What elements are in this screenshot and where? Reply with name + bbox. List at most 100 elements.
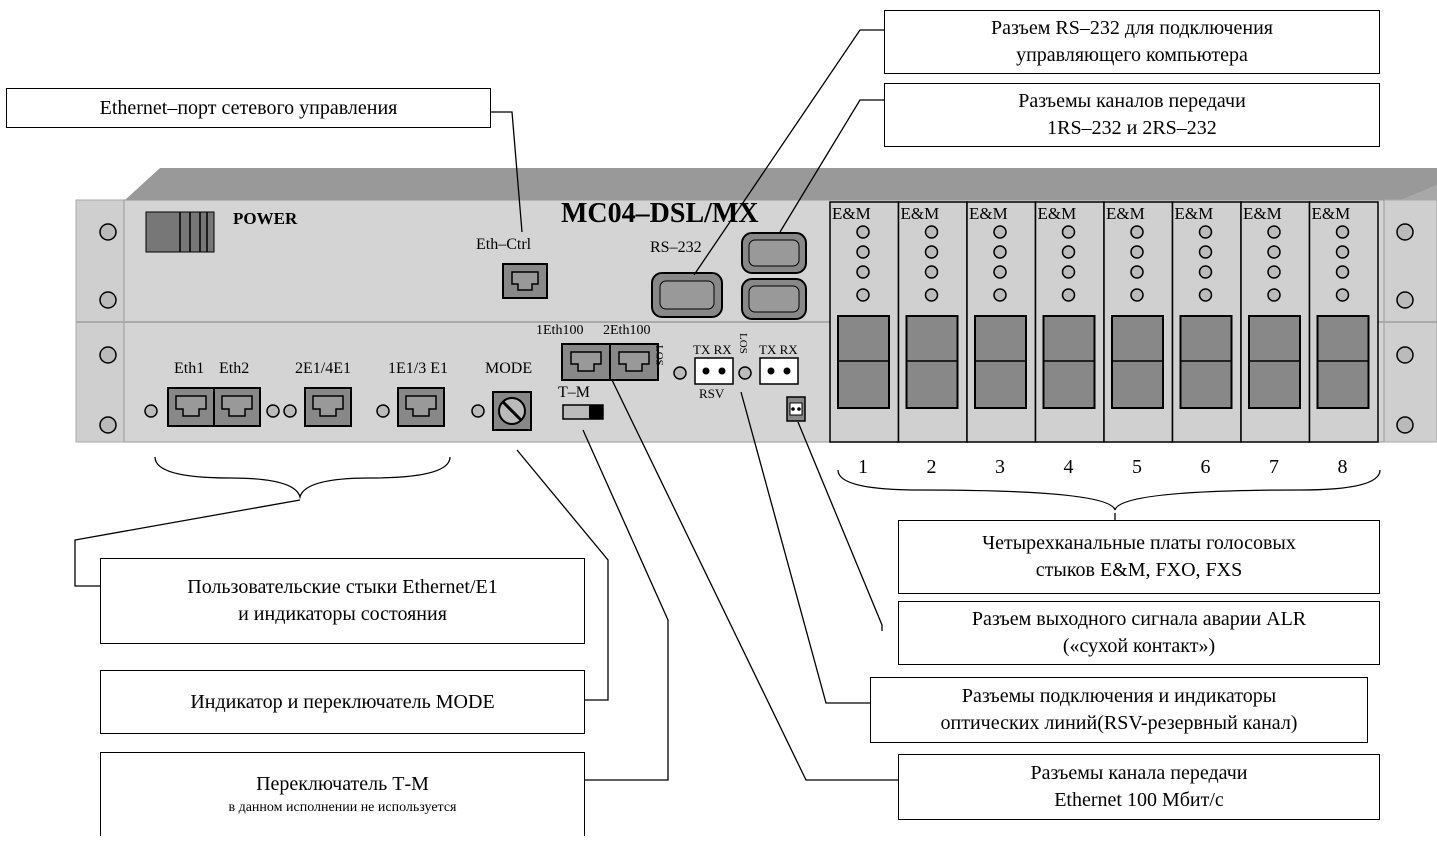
eth-ctrl-label: Eth–Ctrl bbox=[476, 236, 532, 253]
card-label-em: E&M bbox=[900, 204, 940, 223]
slot-number-6: 6 bbox=[1200, 456, 1211, 478]
card-led bbox=[993, 288, 1007, 302]
card-led bbox=[993, 245, 1007, 259]
callout-eth100: Разъемы канала передачи Ethernet 100 Мби… bbox=[898, 754, 1380, 820]
card-led bbox=[1198, 288, 1213, 302]
e1-1-label: 1E1/3 E1 bbox=[388, 360, 448, 377]
callout-user-line1: Пользовательские стыки Ethernet/E1 bbox=[187, 576, 498, 598]
card-led bbox=[1061, 225, 1076, 239]
callout-alr-line1: Разъем выходного сигнала аварии ALR bbox=[971, 608, 1307, 630]
e1-2-label: 2E1/4E1 bbox=[295, 360, 351, 377]
card-led bbox=[1267, 265, 1281, 279]
card-led bbox=[1130, 265, 1144, 279]
card-led bbox=[1267, 225, 1281, 239]
power-label: POWER bbox=[233, 209, 298, 228]
card-led bbox=[993, 265, 1007, 279]
txrx-label-1: TX RX bbox=[693, 342, 732, 357]
card-led bbox=[1267, 245, 1281, 259]
card-led bbox=[1198, 245, 1213, 259]
card-port bbox=[1179, 315, 1233, 409]
card-led bbox=[924, 225, 939, 239]
card-led bbox=[856, 265, 870, 279]
card-led bbox=[924, 288, 939, 302]
card-led bbox=[1061, 245, 1076, 259]
callout-rs232-line2: управляющего компьютера bbox=[1016, 44, 1248, 66]
card-led bbox=[1198, 265, 1213, 279]
model-name: MC04–DSL/MX bbox=[561, 198, 759, 229]
rs232-label: RS–232 bbox=[650, 239, 702, 256]
card-led bbox=[1130, 225, 1144, 239]
callout-tm-line2: в данном исполнении не используется bbox=[228, 800, 457, 815]
callout-user-line2: и индикаторы состояния bbox=[238, 603, 447, 625]
callout-mode-text: Индикатор и переключатель MODE bbox=[190, 690, 495, 713]
eth2-label: Eth2 bbox=[219, 360, 250, 377]
card-label-em: E&M bbox=[1106, 204, 1145, 223]
card-label-em: E&M bbox=[832, 204, 871, 223]
card-label-em: E&M bbox=[1037, 204, 1077, 223]
card-led bbox=[924, 245, 939, 259]
card-label-em: E&M bbox=[969, 204, 1008, 223]
callout-optical-line1: Разъемы подключения и индикаторы bbox=[961, 685, 1277, 707]
callout-alr-line2: («сухой контакт») bbox=[1062, 635, 1216, 657]
slot-number-3: 3 bbox=[995, 456, 1005, 478]
card-led bbox=[1335, 265, 1350, 279]
callout-optical-line2: оптических линий(RSV-резервный канал) bbox=[940, 712, 1298, 734]
card-led bbox=[1130, 245, 1144, 259]
card-led bbox=[856, 288, 870, 302]
card-led bbox=[1335, 245, 1350, 259]
slot-number-2: 2 bbox=[926, 456, 937, 478]
card-led bbox=[856, 245, 870, 259]
slot-number-5: 5 bbox=[1132, 456, 1142, 478]
card-port bbox=[905, 315, 959, 409]
callout-channels: Разъемы каналов передачи 1RS–232 и 2RS–2… bbox=[884, 83, 1380, 147]
card-port bbox=[1042, 315, 1096, 409]
slot-number-1: 1 bbox=[858, 456, 868, 478]
callout-rs232: Разъем RS–232 для подключения управляюще… bbox=[884, 10, 1380, 74]
card-port bbox=[974, 315, 1027, 409]
callout-voice: Четырехканальные платы голосовых стыков … bbox=[898, 520, 1380, 594]
card-port bbox=[1316, 315, 1370, 409]
callout-voice-line2: стыков E&M, FXO, FXS bbox=[1035, 559, 1243, 581]
callout-voice-line1: Четырехканальные платы голосовых bbox=[982, 532, 1296, 554]
card-led bbox=[1335, 288, 1350, 302]
card-label-em: E&M bbox=[1174, 204, 1214, 223]
card-led bbox=[1061, 288, 1076, 302]
card-label-em: E&M bbox=[1311, 204, 1351, 223]
callout-eth-mgmt-text: Ethernet–порт сетевого управления bbox=[99, 96, 398, 119]
eth100-2-label: 2Eth100 bbox=[603, 323, 651, 338]
eth100-1-label: 1Eth100 bbox=[536, 323, 584, 338]
callout-channels-line2: 1RS–232 и 2RS–232 bbox=[1047, 117, 1217, 139]
txrx-label-2: TX RX bbox=[759, 342, 798, 357]
mode-label: MODE bbox=[485, 360, 533, 377]
card-led bbox=[1130, 288, 1144, 302]
callout-channels-line1: Разъемы каналов передачи bbox=[1018, 90, 1246, 112]
rsv-label: RSV bbox=[699, 386, 725, 401]
card-led bbox=[856, 225, 870, 239]
slot-number-7: 7 bbox=[1269, 456, 1279, 478]
callout-eth-mgmt: Ethernet–порт сетевого управления bbox=[6, 88, 491, 128]
callout-rs232-line1: Разъем RS–232 для подключения bbox=[991, 17, 1273, 39]
card-led bbox=[1198, 225, 1213, 239]
card-port bbox=[837, 315, 890, 409]
tm-label: T–M bbox=[558, 384, 590, 401]
callout-mode: Индикатор и переключатель MODE bbox=[100, 670, 585, 734]
callout-user-ports: Пользовательские стыки Ethernet/E1 и инд… bbox=[100, 558, 585, 644]
callout-optical: Разъемы подключения и индикаторы оптичес… bbox=[870, 677, 1368, 743]
card-port bbox=[1248, 315, 1301, 409]
slot-number-4: 4 bbox=[1063, 456, 1074, 478]
callout-tm-line1: Переключатель Т-М bbox=[256, 773, 429, 795]
card-label-em: E&M bbox=[1243, 204, 1282, 223]
eth1-label: Eth1 bbox=[174, 360, 205, 377]
card-led bbox=[924, 265, 939, 279]
card-led bbox=[993, 225, 1007, 239]
card-led bbox=[1061, 265, 1076, 279]
callout-alr: Разъем выходного сигнала аварии ALR («су… bbox=[898, 601, 1380, 665]
slot-number-8: 8 bbox=[1337, 456, 1348, 478]
card-led bbox=[1335, 225, 1350, 239]
callout-eth100-line1: Разъемы канала передачи bbox=[1030, 762, 1248, 784]
callout-eth100-line2: Ethernet 100 Мбит/с bbox=[1054, 789, 1224, 811]
card-port bbox=[1111, 315, 1164, 409]
callout-tm: Переключатель Т-М в данном исполнении не… bbox=[100, 752, 585, 836]
